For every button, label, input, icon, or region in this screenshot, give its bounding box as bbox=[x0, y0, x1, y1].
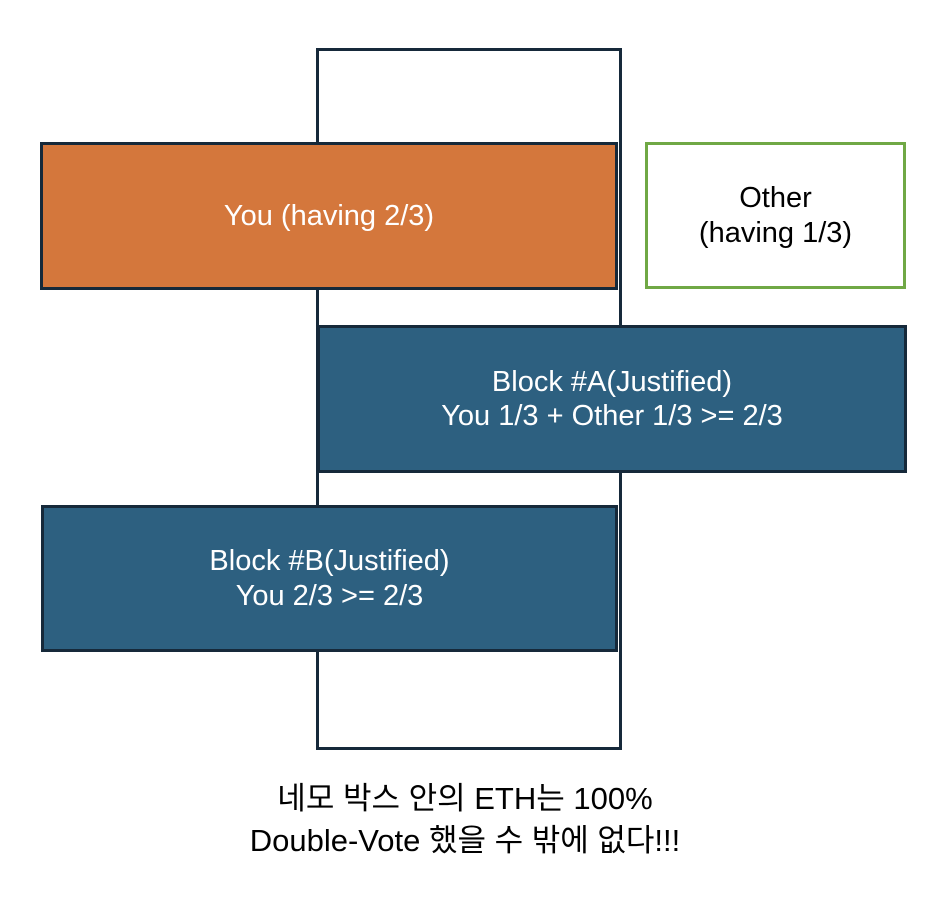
other-stake-box: Other (having 1/3) bbox=[645, 142, 906, 289]
block-a-box: Block #A(Justified) You 1/3 + Other 1/3 … bbox=[317, 325, 907, 473]
caption-line-1: 네모 박스 안의 ETH는 100% bbox=[277, 781, 653, 816]
block-b-label: Block #B(Justified) You 2/3 >= 2/3 bbox=[209, 545, 450, 612]
you-stake-box: You (having 2/3) bbox=[40, 142, 618, 290]
block-a-label: Block #A(Justified) You 1/3 + Other 1/3 … bbox=[441, 365, 783, 432]
you-stake-label: You (having 2/3) bbox=[223, 199, 435, 232]
other-stake-label: Other (having 1/3) bbox=[698, 182, 853, 249]
caption-line-2: Double-Vote 했을 수 밖에 없다!!! bbox=[249, 822, 681, 858]
caption: 네모 박스 안의 ETH는 100% Double-Vote 했을 수 밖에 없… bbox=[0, 778, 930, 862]
block-b-box: Block #B(Justified) You 2/3 >= 2/3 bbox=[41, 505, 618, 652]
